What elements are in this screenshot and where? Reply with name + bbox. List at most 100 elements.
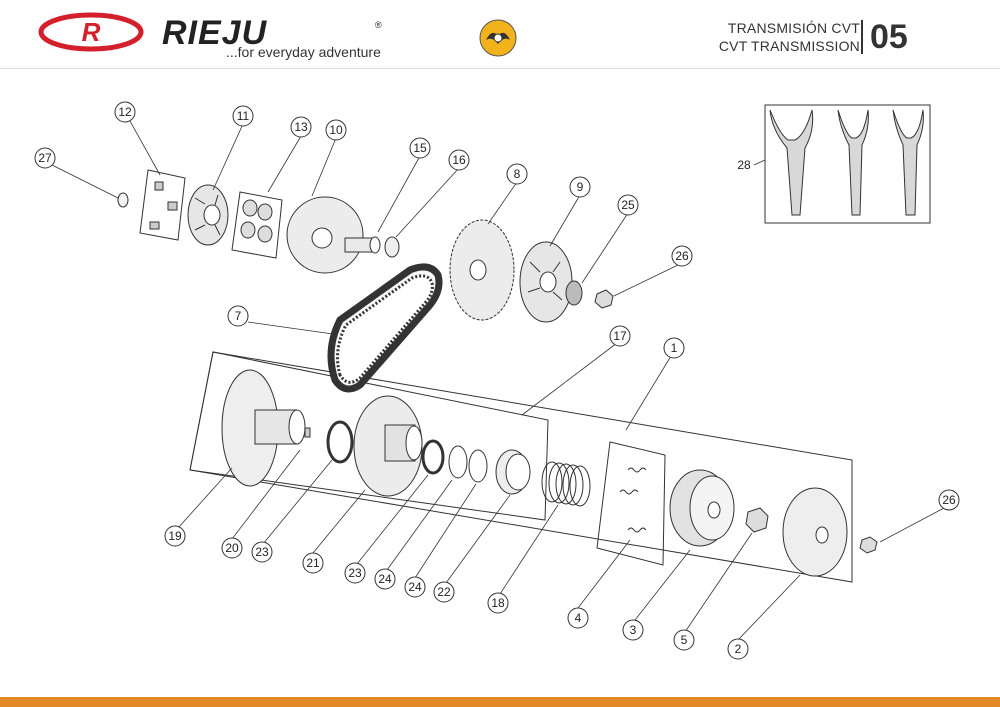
part-3-clutch-assembly [669,469,735,547]
svg-text:2: 2 [735,642,742,656]
callout-19: 19 [164,525,186,547]
callout-28: 28 [737,158,751,172]
svg-text:5: 5 [681,633,688,647]
callout-26-bottom: 26 [938,489,960,511]
part-12-sliders [149,181,178,230]
callout-15: 15 [409,137,431,159]
part-7-drive-belt [327,263,443,393]
callout-4: 4 [567,607,589,629]
callout-17: 17 [609,325,631,347]
svg-text:24: 24 [408,580,422,594]
svg-text:23: 23 [255,545,269,559]
page-title-block: TRANSMISIÓN CVT CVT TRANSMISSION 05 [719,18,960,58]
callout-5: 5 [673,629,695,651]
callout-labels: 12 11 13 10 15 16 8 9 25 26 27 7 17 1 28… [34,101,960,660]
page-title-es: TRANSMISIÓN CVT [727,20,860,36]
part-4-clutch-springs [619,467,647,533]
part-23-oring [326,420,354,464]
part-22-guide-collar [495,449,531,495]
part-24-seal-a [448,445,468,479]
parts-frame-13 [231,191,283,259]
svg-text:23: 23 [348,566,362,580]
brand-tagline: ...for everyday adventure [226,44,381,60]
page-title-en: CVT TRANSMISSION [718,38,860,54]
callout-11: 11 [232,105,254,127]
logo-r-letter: R [82,17,101,47]
assembly-frame-17 [189,351,549,521]
parts-frame-12 [139,169,186,241]
callout-8: 8 [506,163,528,185]
part-28-service-tools [769,109,924,216]
svg-text:21: 21 [306,556,320,570]
logo-ring-icon [38,12,144,52]
svg-text:28: 28 [737,158,751,172]
svg-text:24: 24 [378,572,392,586]
svg-text:3: 3 [630,623,637,637]
part-15-bushing [344,236,381,254]
callout-21: 21 [302,552,324,574]
callout-24: 24 [374,568,396,590]
callout-20: 20 [221,537,243,559]
part-24-seal-b [468,449,488,483]
callout-27: 27 [34,147,56,169]
part-5-nut [745,507,769,533]
part-11-ramp-plate [187,184,229,246]
part-2-clutch-bell [782,487,848,577]
brand-logo: R RIEJU ® [38,12,382,52]
title-divider [861,20,863,54]
svg-text:26: 26 [675,249,689,263]
part-26-nut-bottom [859,536,878,554]
callout-1: 1 [663,337,685,359]
brand-name: RIEJU [162,14,268,52]
callout-23-b: 23 [344,562,366,584]
callout-2: 2 [727,638,749,660]
svg-text:11: 11 [237,109,250,123]
callout-22: 22 [433,581,455,603]
svg-text:8: 8 [514,167,521,181]
callout-26-top: 26 [671,245,693,267]
svg-text:27: 27 [38,151,52,165]
callout-18: 18 [487,592,509,614]
tool-frame-28 [764,104,931,224]
svg-text:18: 18 [491,596,505,610]
svg-text:20: 20 [225,541,239,555]
part-10-variator-pulley [286,196,364,274]
callout-24-b: 24 [404,576,426,598]
assembly-frame-4 [596,441,666,566]
part-18-spring [541,461,591,507]
footer-accent-bar [0,697,1000,707]
svg-text:25: 25 [621,198,635,212]
part-27-washer [117,192,129,208]
svg-text:4: 4 [575,611,582,625]
callout-9: 9 [569,176,591,198]
page-header: R RIEJU ® ...for everyday adventure TRAN… [0,0,1000,69]
svg-text:16: 16 [452,153,466,167]
callout-7: 7 [227,305,249,327]
svg-text:1: 1 [671,341,678,355]
part-9-fixed-pulley [519,241,573,323]
callout-3: 3 [622,619,644,641]
svg-text:12: 12 [118,105,132,119]
part-16-washer [384,236,400,258]
wings-emblem-icon [479,19,517,57]
svg-text:7: 7 [235,309,242,323]
part-19-driven-pulley [221,369,306,487]
part-25-washer [565,280,583,306]
part-26-nut-top [594,289,614,309]
svg-text:22: 22 [437,585,451,599]
svg-text:17: 17 [613,329,627,343]
svg-text:13: 13 [294,120,308,134]
callout-25: 25 [617,194,639,216]
svg-text:9: 9 [577,180,584,194]
callout-12: 12 [114,101,136,123]
page-number: 05 [870,18,908,56]
svg-text:26: 26 [942,493,956,507]
part-20-pin [304,427,311,438]
part-23-oring-b [421,439,445,475]
callout-10: 10 [325,119,347,141]
registered-mark: ® [375,20,382,30]
callout-23: 23 [251,541,273,563]
part-13-rollers [240,199,273,243]
callout-16: 16 [448,149,470,171]
